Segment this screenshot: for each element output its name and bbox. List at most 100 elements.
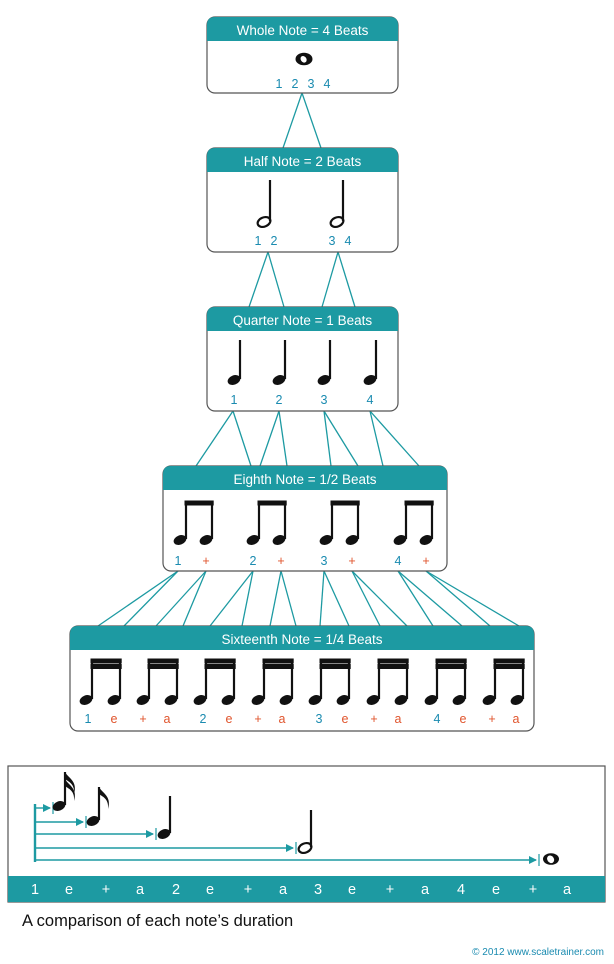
count-label: + (386, 882, 394, 898)
count-label: 1 (255, 234, 262, 248)
note-head (193, 695, 207, 705)
note (419, 501, 434, 545)
half-note (329, 180, 345, 229)
sixteenth-note-pair (366, 658, 409, 705)
quarter-note (272, 340, 287, 385)
count-label: e (206, 882, 214, 898)
count-label: e (111, 712, 118, 726)
note (319, 501, 334, 545)
quarter-note-title: Quarter Note = 1 Beats (233, 313, 372, 328)
connector-line (195, 410, 234, 467)
connector-line (282, 92, 303, 149)
count-label: 2 (250, 554, 257, 568)
note-beam (330, 500, 360, 506)
note-head (319, 535, 333, 545)
count-label: 1 (175, 554, 182, 568)
count-label: e (226, 712, 233, 726)
count-label: a (279, 882, 288, 898)
connector-line (123, 570, 179, 627)
count-label: 4 (345, 234, 352, 248)
note-head (251, 695, 265, 705)
sixteenth-note-title: Sixteenth Note = 1/4 Beats (222, 632, 383, 647)
note-head (308, 695, 322, 705)
note-head (164, 695, 178, 705)
connector-line (209, 570, 254, 627)
note-head (272, 535, 286, 545)
eighth-counts: 1 + 2 + 3 + 4 + (175, 554, 430, 568)
connector-line (241, 570, 254, 627)
eighth-note-title: Eighth Note = 1/2 Beats (234, 472, 377, 487)
connector-line (319, 570, 325, 627)
note-head (246, 535, 260, 545)
count-label: + (370, 712, 377, 726)
note-beam (262, 664, 294, 669)
count-label: 1 (85, 712, 92, 726)
quarter-note (363, 340, 378, 385)
note-head (107, 695, 121, 705)
note (345, 501, 360, 545)
note-head (482, 695, 496, 705)
note-head (394, 695, 408, 705)
note-head (452, 695, 466, 705)
note-head (227, 375, 241, 385)
connector-line (278, 410, 288, 467)
count-label: 2 (172, 882, 180, 898)
comparison-counts: 1 e + a 2 e + a 3 e + a 4 e + a (31, 882, 572, 898)
half-note (256, 180, 272, 229)
count-label: 4 (395, 554, 402, 568)
copyright-text: © 2012 www.scaletrainer.com (472, 947, 604, 958)
note-head (345, 535, 359, 545)
count-label: + (348, 554, 355, 568)
eighth-note-pair (393, 500, 434, 545)
note-head (317, 375, 331, 385)
quarter-note (157, 796, 172, 839)
connector-line (97, 570, 179, 627)
connector-line (351, 570, 381, 627)
count-label: 2 (200, 712, 207, 726)
count-label: a (513, 712, 520, 726)
note-head (272, 375, 286, 385)
connector-line (248, 251, 269, 308)
count-label: + (277, 554, 284, 568)
note-beam (377, 658, 409, 664)
count-label: + (139, 712, 146, 726)
quarter-counts: 1 2 3 4 (231, 393, 374, 407)
count-label: + (244, 882, 252, 898)
note-beam (147, 664, 179, 669)
count-label: 2 (276, 393, 283, 407)
count-label: 3 (329, 234, 336, 248)
count-label: 3 (314, 882, 322, 898)
note-beam (435, 664, 467, 669)
connector-line (425, 570, 520, 627)
sixteenth-counts: 1 e + a 2 e + a 3 e + a 4 e + a (85, 712, 520, 726)
count-label: e (348, 882, 356, 898)
note (393, 501, 408, 545)
connector-line (280, 570, 297, 627)
half-counts: 1 2 3 4 (255, 234, 352, 248)
sixteenth-note-box: Sixteenth Note = 1/4 Beats (69, 625, 535, 732)
count-label: 3 (316, 712, 323, 726)
note-beam (493, 664, 525, 669)
note (246, 501, 261, 545)
note-head-hole (299, 55, 308, 64)
note (199, 501, 214, 545)
connector-line (369, 410, 384, 467)
count-label: e (65, 882, 73, 898)
half-note-title: Half Note = 2 Beats (244, 154, 362, 169)
count-label: + (202, 554, 209, 568)
note-head (510, 695, 524, 705)
count-label: 4 (457, 882, 465, 898)
note (272, 501, 287, 545)
count-label: e (460, 712, 467, 726)
whole-note-title: Whole Note = 4 Beats (237, 23, 369, 38)
comparison-arrows (33, 772, 559, 866)
note-flag (65, 772, 75, 794)
count-label: a (563, 882, 572, 898)
count-label: a (164, 712, 171, 726)
count-label: e (492, 882, 500, 898)
connector-line (232, 410, 252, 467)
connector-line (259, 410, 280, 467)
connector-line (182, 570, 207, 627)
note-beam (435, 658, 467, 664)
quarter-note (227, 340, 242, 385)
